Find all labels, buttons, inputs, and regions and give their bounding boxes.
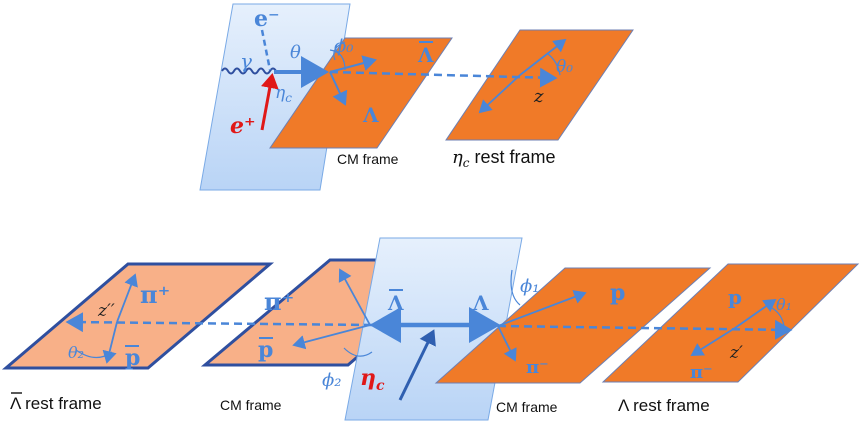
top-diagram: e⁻ γ θ ϕ₀ Λ Λ ηc e⁺ θ₀ z CM frame ηc res…: [199, 3, 634, 191]
phi2-arc: [343, 347, 373, 357]
piplus-label-cm: π⁺: [264, 287, 294, 316]
piminus-arrow-rest: [690, 327, 736, 356]
z-prime-label: z′: [729, 343, 743, 363]
p-arrow-cm: [497, 290, 587, 327]
etac-rest-frame-caption: ηc rest frame: [452, 147, 556, 170]
etac-arrow-bottom: [398, 329, 436, 401]
cm-frame-plane-top: [269, 37, 453, 149]
phi0-arc: [333, 41, 346, 61]
theta2-arc: [75, 349, 113, 359]
rest-frame-arrow-up: [519, 38, 567, 76]
theta-label: θ: [290, 42, 301, 63]
etac-label-bottom: ηc: [360, 365, 385, 394]
phi2-label: ϕ₂: [322, 370, 342, 391]
lambda-rest-frame-plane: [601, 263, 860, 383]
z-prime-axis: [497, 319, 793, 340]
etac-label-top: ηc: [275, 83, 292, 105]
lambdabar-rest-frame-caption: Λ rest frame: [10, 394, 102, 413]
lambdabar-label-bottom: Λ: [387, 291, 404, 315]
positron-arrow: [260, 73, 279, 131]
theta1-label: θ₁: [776, 295, 792, 314]
lambda-label-top: Λ: [362, 103, 379, 127]
piplus-arrow-rest: [116, 273, 138, 323]
rest-frame-arrow-down: [478, 74, 521, 114]
positron-label: e⁺: [230, 113, 256, 139]
electron-line: [260, 29, 272, 71]
bottom-diagram: π⁺ z′′ θ₂ p π⁺ p ϕ₂ Λ Λ ηc ϕ₁ p π⁻ p θ₁ …: [1, 237, 860, 421]
z-label-top: z: [533, 86, 544, 107]
p-label-cm: p: [610, 280, 625, 306]
p-label-rest: p: [728, 285, 742, 309]
pbar-arrow-cm: [292, 324, 371, 350]
lambdabar-label-top: Λ: [417, 43, 434, 67]
lambda-arrow-top: [329, 71, 348, 106]
etac-rest-frame-plane: [445, 29, 634, 141]
phi1-arc: [510, 269, 521, 306]
pbar-label-rest: p: [125, 345, 140, 371]
piplus-label-rest: π⁺: [140, 280, 170, 309]
theta1-arc: [771, 307, 785, 327]
cm-frame-caption-right: CM frame: [496, 399, 558, 415]
cm-frame-caption-left: CM frame: [220, 397, 282, 413]
piplus-arrow-cm: [338, 268, 371, 326]
theta0-label: θ₀: [556, 57, 573, 77]
phi0-label: ϕ₀: [334, 36, 354, 57]
z-double-prime-axis: [65, 312, 373, 333]
pbar-arrow-rest: [102, 321, 118, 364]
cm-frame-caption-top: CM frame: [337, 151, 399, 167]
p-arrow-rest: [734, 298, 777, 329]
electron-label: e⁻: [254, 6, 280, 32]
z-double-prime-label: z′′: [97, 301, 115, 321]
theta-arc: [329, 49, 346, 71]
theta2-label: θ₂: [68, 343, 84, 362]
lambda-label-bottom: Λ: [472, 291, 489, 315]
photon-label: γ: [240, 49, 252, 73]
lambdabar-rest-frame-plane: [1, 262, 275, 370]
piminus-label-rest: π⁻: [690, 362, 713, 383]
pbar-label-cm: p: [258, 337, 273, 363]
phi1-label: ϕ₁: [520, 276, 540, 297]
piminus-label-cm: π⁻: [526, 357, 549, 378]
theta0-arc: [547, 53, 561, 76]
lambda-rest-frame-caption: Λ rest frame: [618, 396, 710, 415]
piminus-arrow-cm: [497, 325, 517, 362]
lambdabar-arrow-top: [329, 55, 377, 73]
